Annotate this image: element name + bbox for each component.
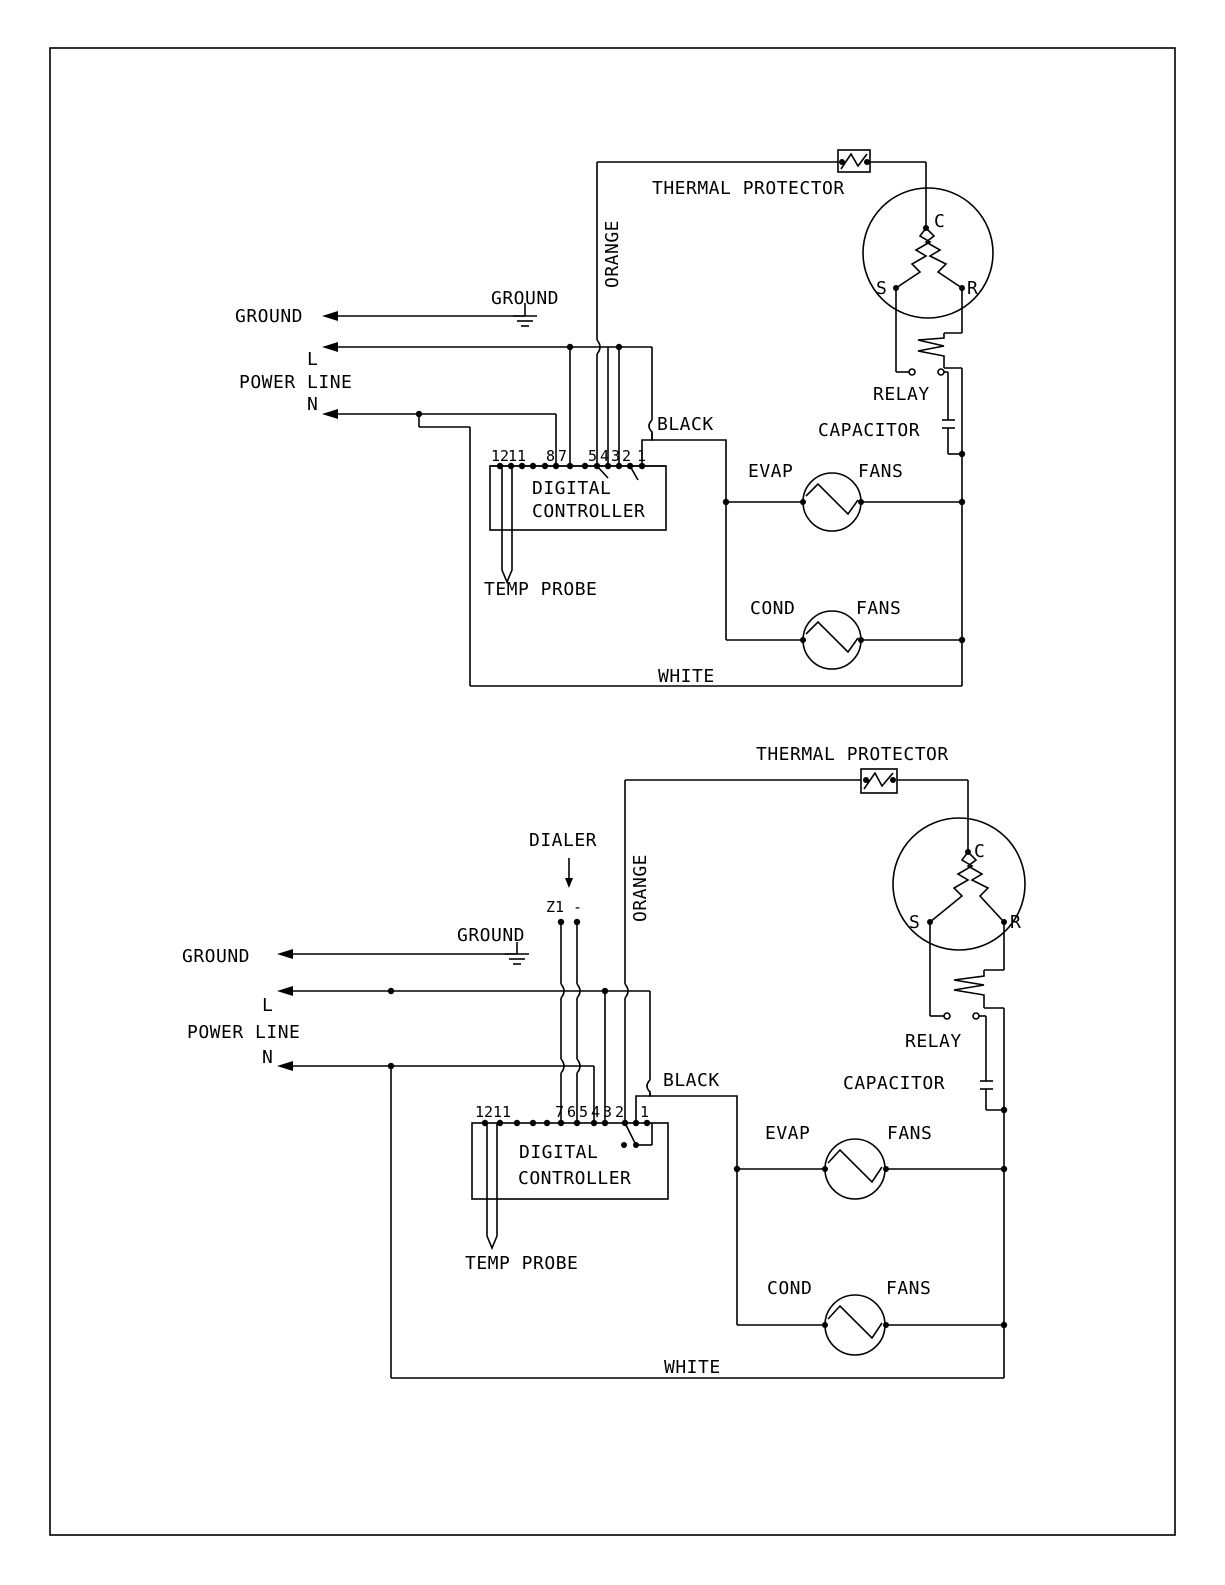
terminal-label: 3 (611, 447, 620, 465)
black-wire (651, 432, 727, 640)
power-line-label: POWER LINE (187, 1022, 300, 1043)
terminal-label: 2 (622, 447, 631, 465)
black-wire (649, 1092, 738, 1325)
temp-probe (501, 466, 513, 585)
digital-label: DIGITAL (532, 478, 611, 499)
controller-label: CONTROLLER (532, 501, 645, 522)
s-terminal-label: S (909, 912, 920, 933)
c-terminal-label: C (934, 211, 945, 232)
c-terminal-label: C (974, 841, 985, 862)
terminal-label: 1 (637, 447, 646, 465)
compressor (892, 817, 1026, 951)
terminal-label: 11 (508, 447, 526, 465)
compressor (862, 187, 994, 319)
cond-fan (802, 610, 862, 670)
ground-arrow (322, 311, 338, 321)
power-line-label: POWER LINE (239, 372, 352, 393)
orange-label: ORANGE (602, 220, 623, 288)
temp-probe-label: TEMP PROBE (465, 1253, 578, 1274)
capacitor-label: CAPACITOR (818, 420, 920, 441)
evap-fan (824, 1138, 886, 1200)
white-label: WHITE (664, 1357, 721, 1378)
z1-label: Z1 (546, 898, 564, 916)
terminal-dots (496, 462, 646, 470)
evap-fans-label: FANS (887, 1123, 932, 1144)
orange-label: ORANGE (630, 854, 651, 922)
thermal-protector (837, 149, 871, 173)
black-label: BLACK (663, 1070, 720, 1091)
terminal-label: 11 (493, 1103, 511, 1121)
n-label: N (262, 1047, 273, 1068)
r-terminal-label: R (1010, 912, 1021, 933)
cond-fans-label: FANS (856, 598, 901, 619)
temp-probe-label: TEMP PROBE (484, 579, 597, 600)
terminal-label: 8 (546, 447, 555, 465)
s-terminal-label: S (876, 278, 887, 299)
relay-label: RELAY (905, 1031, 962, 1052)
cond-fan (824, 1294, 886, 1356)
evap-label: EVAP (765, 1123, 810, 1144)
cond-label: COND (750, 598, 795, 619)
thermal-protector-label: THERMAL PROTECTOR (756, 744, 949, 765)
diagram-bottom: GROUND GROUND L POWER LINE N DIALER Z1 -… (182, 744, 1026, 1379)
capacitor-label: CAPACITOR (843, 1073, 945, 1094)
terminal-label: 12 (475, 1103, 493, 1121)
terminal-label: 3 (603, 1103, 612, 1121)
terminal-label: 6 (567, 1103, 576, 1121)
relay-coil (953, 970, 985, 1002)
evap-fans-label: FANS (858, 461, 903, 482)
controller-label: CONTROLLER (518, 1168, 631, 1189)
relay-label: RELAY (873, 384, 930, 405)
page-border (49, 47, 1176, 1536)
thermal-protector (860, 768, 898, 794)
l-label: L (307, 349, 318, 370)
terminal-label: 4 (591, 1103, 600, 1121)
terminal-label: 12 (491, 447, 509, 465)
evap-fan (802, 472, 862, 532)
ground-symbol-label: GROUND (491, 288, 559, 309)
n-label: N (307, 394, 318, 415)
ground-label: GROUND (235, 306, 303, 327)
digital-label: DIGITAL (519, 1142, 598, 1163)
terminal-label: 7 (558, 447, 567, 465)
diagram-top: GROUND GROUND L POWER LINE N THERMAL PRO… (235, 149, 994, 687)
terminal-label: 4 (600, 447, 609, 465)
l-label: L (262, 995, 273, 1016)
thermal-protector-label: THERMAL PROTECTOR (652, 178, 845, 199)
cond-label: COND (767, 1278, 812, 1299)
terminal-label: 1 (640, 1103, 649, 1121)
ground-label: GROUND (182, 946, 250, 967)
terminal-label: 5 (588, 447, 597, 465)
terminal-label: 7 (555, 1103, 564, 1121)
terminal-label: 2 (615, 1103, 624, 1121)
cond-fans-label: FANS (886, 1278, 931, 1299)
r-terminal-label: R (967, 278, 978, 299)
terminal-label: 5 (579, 1103, 588, 1121)
dialer-label: DIALER (529, 830, 597, 851)
minus-label: - (573, 898, 582, 916)
evap-label: EVAP (748, 461, 793, 482)
black-label: BLACK (657, 414, 714, 435)
digital-controller (471, 1122, 669, 1200)
white-label: WHITE (658, 666, 715, 687)
relay-coil (917, 333, 945, 362)
temp-probe (486, 1123, 498, 1251)
ground-symbol-label: GROUND (457, 925, 525, 946)
